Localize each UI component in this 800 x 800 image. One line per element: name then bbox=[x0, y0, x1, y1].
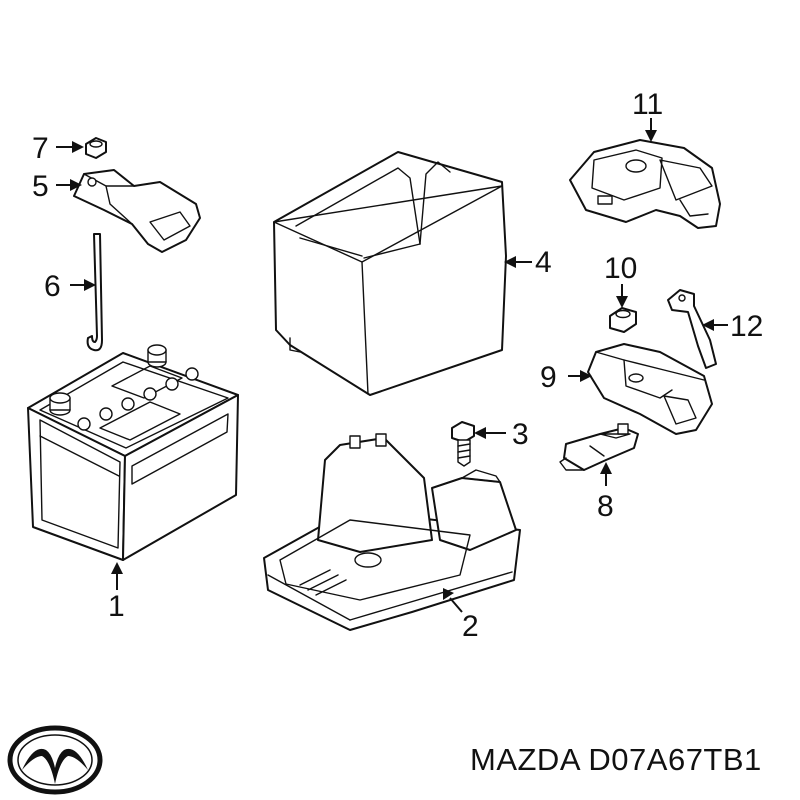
part-hold-down-bracket bbox=[73, 169, 201, 253]
callout-10: 10 bbox=[604, 252, 637, 285]
mazda-logo-icon bbox=[7, 725, 103, 795]
callout-4: 4 bbox=[535, 246, 552, 279]
callout-6: 6 bbox=[44, 270, 61, 303]
part-bolt bbox=[451, 421, 475, 467]
part-fuse-box-cover bbox=[569, 139, 721, 229]
callout-8: 8 bbox=[597, 490, 614, 523]
part-battery bbox=[27, 344, 239, 561]
callout-11: 11 bbox=[632, 88, 663, 121]
callout-7: 7 bbox=[32, 132, 49, 165]
callout-12: 12 bbox=[730, 310, 763, 343]
callout-1: 1 bbox=[108, 590, 125, 623]
brand-part-number: MAZDA D07A67TB1 bbox=[470, 742, 762, 777]
leader-lines bbox=[56, 118, 728, 613]
part-cable-bracket bbox=[667, 289, 717, 369]
part-terminal-clamp bbox=[559, 423, 639, 471]
part-nut-top bbox=[85, 137, 107, 159]
part-battery-tray bbox=[263, 433, 521, 631]
part-fuse-block-base bbox=[587, 343, 713, 435]
callout-3: 3 bbox=[512, 418, 529, 451]
callout-9: 9 bbox=[540, 361, 557, 394]
part-nut-fuse bbox=[609, 307, 637, 333]
part-hold-down-rod bbox=[86, 233, 103, 352]
callout-5: 5 bbox=[32, 170, 49, 203]
callout-2: 2 bbox=[462, 610, 479, 643]
part-battery-cover bbox=[273, 151, 507, 396]
